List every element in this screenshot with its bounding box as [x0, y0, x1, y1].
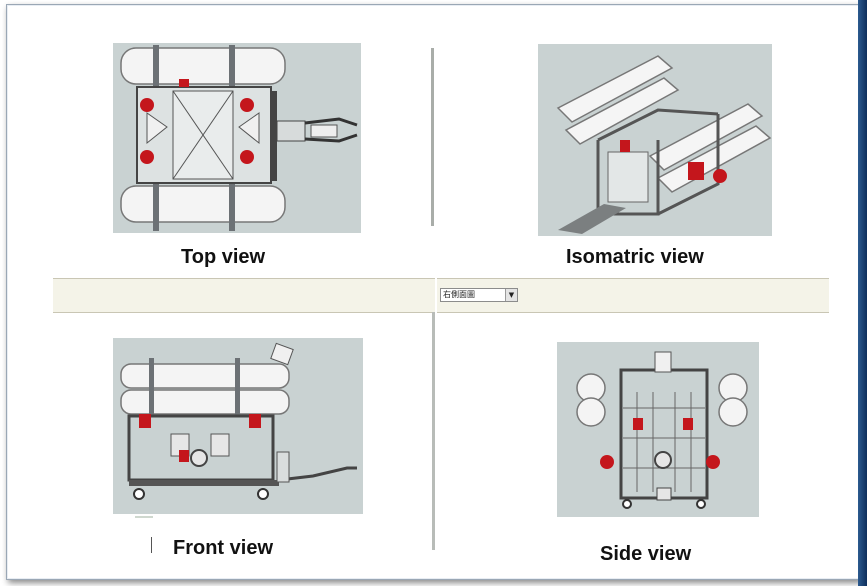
- view-select-value: 右側面圖: [443, 290, 475, 299]
- side-view-render-icon: [557, 342, 759, 517]
- viewport-splitter-bar-left[interactable]: [53, 278, 435, 313]
- caption-side-view: Side view: [600, 543, 692, 565]
- caption-isometric-view: Isomatric view: [566, 246, 704, 268]
- chevron-down-icon[interactable]: ▼: [505, 289, 517, 301]
- view-select-dropdown[interactable]: 右側面圖 ▼: [440, 288, 518, 302]
- caption-front-view: Front view: [173, 537, 274, 559]
- isometric-view-render-icon: [538, 44, 772, 236]
- viewport-vertical-splitter-bottom[interactable]: [432, 312, 435, 550]
- front-view-render-icon: [113, 338, 363, 514]
- text-cursor: [151, 537, 152, 553]
- top-view-render-icon: [113, 43, 361, 233]
- divider: [135, 516, 153, 518]
- caption-top-view: Top view: [181, 246, 266, 268]
- viewport-vertical-splitter-top[interactable]: [431, 48, 434, 226]
- window-edge: [858, 0, 867, 586]
